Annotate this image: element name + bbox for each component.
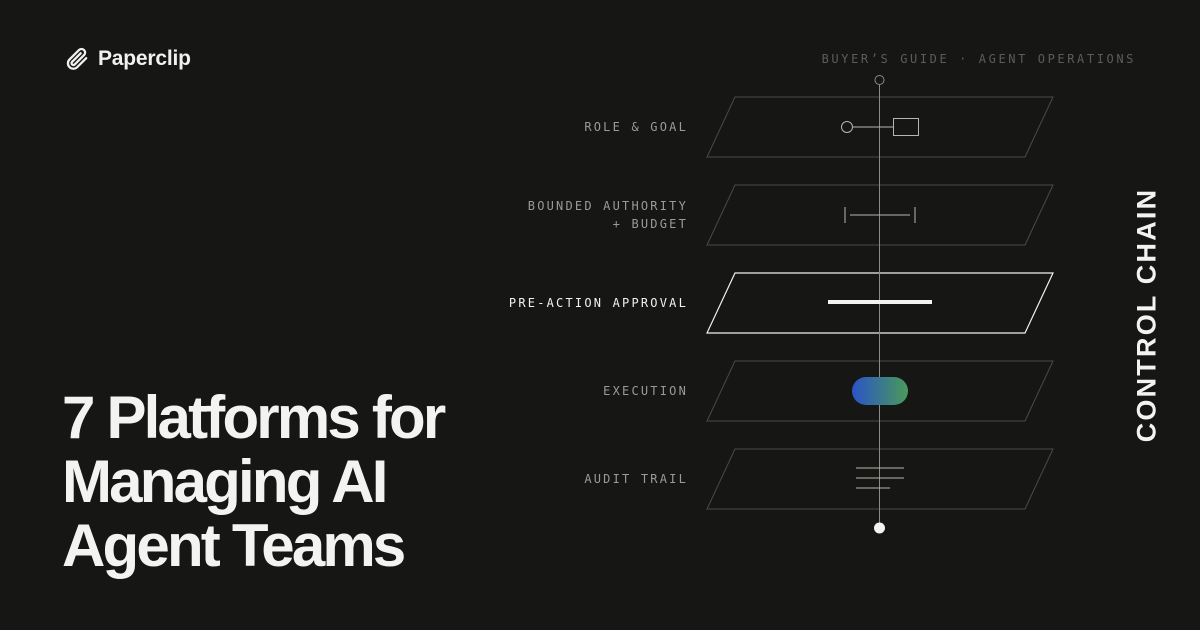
- brand-name: Paperclip: [98, 47, 191, 70]
- layer-label-role-goal: ROLE & GOAL: [584, 120, 688, 134]
- bounded-range-icon: [844, 207, 916, 223]
- title-line: Agent Teams: [62, 512, 406, 579]
- layer-label-pre-action-approval: PRE-ACTION APPROVAL: [508, 296, 688, 310]
- layer-label-bounded-authority: BOUNDED AUTHORITY + BUDGET: [528, 197, 688, 233]
- log-lines-icon: [856, 467, 904, 489]
- layer-label-line: + BUDGET: [612, 217, 688, 231]
- node-link-box-icon: [841, 118, 919, 136]
- paperclip-icon: [66, 47, 88, 70]
- approval-bar-icon: [828, 300, 932, 304]
- execution-pill-icon: [852, 377, 908, 405]
- layer-plane-pre-action-approval: [706, 272, 1054, 334]
- layer-label-execution: EXECUTION: [603, 384, 688, 398]
- layer-plane-execution: [706, 360, 1054, 422]
- layer-label-line: BOUNDED AUTHORITY: [527, 199, 688, 213]
- kicker-text: BUYER’S GUIDE · AGENT OPERATIONS: [821, 52, 1136, 66]
- page-title: 7 Platforms for Managing AI Agent Teams: [62, 386, 522, 578]
- layer-plane-bounded-authority: [706, 184, 1054, 246]
- layer-plane-audit-trail: [706, 448, 1054, 510]
- title-line: Managing AI: [62, 448, 388, 515]
- title-line: 7 Platforms for: [62, 384, 446, 451]
- side-title: CONTROL CHAIN: [1131, 187, 1162, 443]
- layer-plane-role-goal: [706, 96, 1054, 158]
- layer-label-audit-trail: AUDIT TRAIL: [584, 472, 688, 486]
- spine-start-node: [874, 75, 885, 85]
- brand-logo[interactable]: Paperclip: [64, 45, 191, 73]
- spine-end-node: [874, 522, 885, 534]
